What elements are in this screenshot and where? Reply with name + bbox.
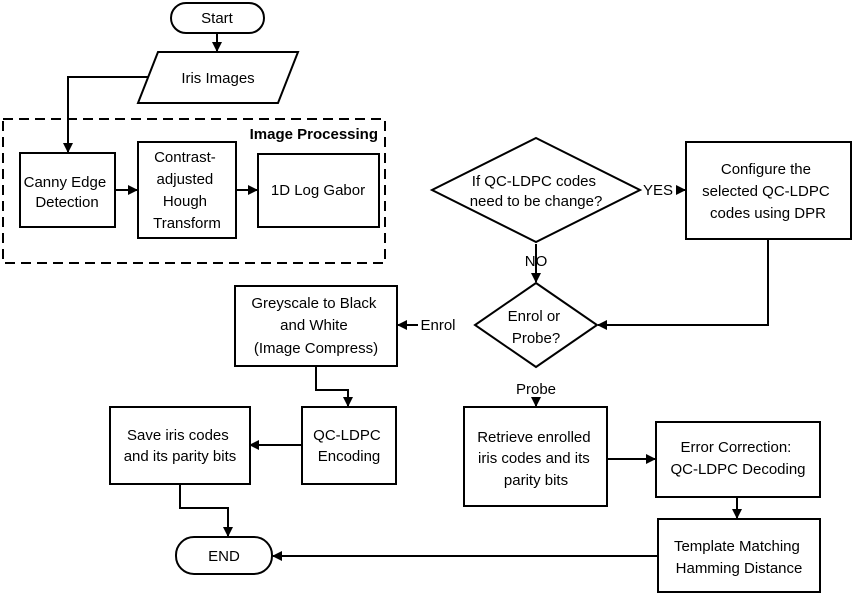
arrow-greyscale-to-encoding xyxy=(315,366,353,407)
gabor-label: 1D Log Gabor xyxy=(271,182,365,199)
start-label: Start xyxy=(201,10,234,27)
error-correction-box: Error Correction: QC-LDPC Decoding xyxy=(655,421,821,498)
greyscale-box: Greyscale to Black and White (Image Comp… xyxy=(234,285,398,367)
enrol-probe-label: Enrol or Probe? xyxy=(508,308,565,347)
retrieve-label: Retrieve enrolled iris codes and its par… xyxy=(477,429,595,489)
encoding-label: QC-LDPC Encoding xyxy=(313,427,385,465)
iris-images-label: Iris Images xyxy=(181,70,254,87)
configure-label: Configure the selected QC-LDPC codes usi… xyxy=(702,161,834,222)
codes-change-decision: If QC-LDPC codes need to be change? xyxy=(429,136,643,244)
yes-label: YES xyxy=(643,182,673,199)
probe-label: Probe xyxy=(516,381,556,398)
greyscale-label: Greyscale to Black and White (Image Comp… xyxy=(251,295,380,357)
configure-box: Configure the selected QC-LDPC codes usi… xyxy=(685,141,852,240)
canny-label: Canny Edge Detection xyxy=(24,174,111,211)
enrol-probe-decision: Enrol or Probe? xyxy=(473,281,599,369)
no-label: NO xyxy=(525,253,548,270)
start-terminal: Start xyxy=(170,2,265,34)
retrieve-box: Retrieve enrolled iris codes and its par… xyxy=(463,406,608,507)
canny-edge-detection-box: Canny Edge Detection xyxy=(19,152,116,228)
end-label: END xyxy=(208,548,240,565)
qc-ldpc-encoding-box: QC-LDPC Encoding xyxy=(301,406,397,485)
iris-images-input: Iris Images xyxy=(136,51,300,104)
hough-transform-box: Contrast- adjusted Hough Transform xyxy=(137,141,237,239)
template-label: Template Matching Hamming Distance xyxy=(674,538,804,577)
save-label: Save iris codes and its parity bits xyxy=(124,427,237,465)
connectors xyxy=(63,33,769,561)
error-correction-label: Error Correction: QC-LDPC Decoding xyxy=(670,439,805,478)
save-iris-codes-box: Save iris codes and its parity bits xyxy=(109,406,251,485)
hough-label: Contrast- adjusted Hough Transform xyxy=(153,149,221,232)
log-gabor-box: 1D Log Gabor xyxy=(257,153,380,228)
image-processing-group xyxy=(2,118,386,264)
codes-change-label: If QC-LDPC codes need to be change? xyxy=(470,173,603,210)
enrol-label: Enrol xyxy=(420,317,455,334)
arrow-iris-to-canny xyxy=(63,76,158,153)
image-processing-label: Image Processing xyxy=(250,126,378,143)
template-matching-box: Template Matching Hamming Distance xyxy=(657,518,821,593)
arrow-configure-to-enrol-probe xyxy=(597,239,769,330)
end-terminal: END xyxy=(175,536,273,575)
arrow-save-to-end xyxy=(179,484,233,537)
